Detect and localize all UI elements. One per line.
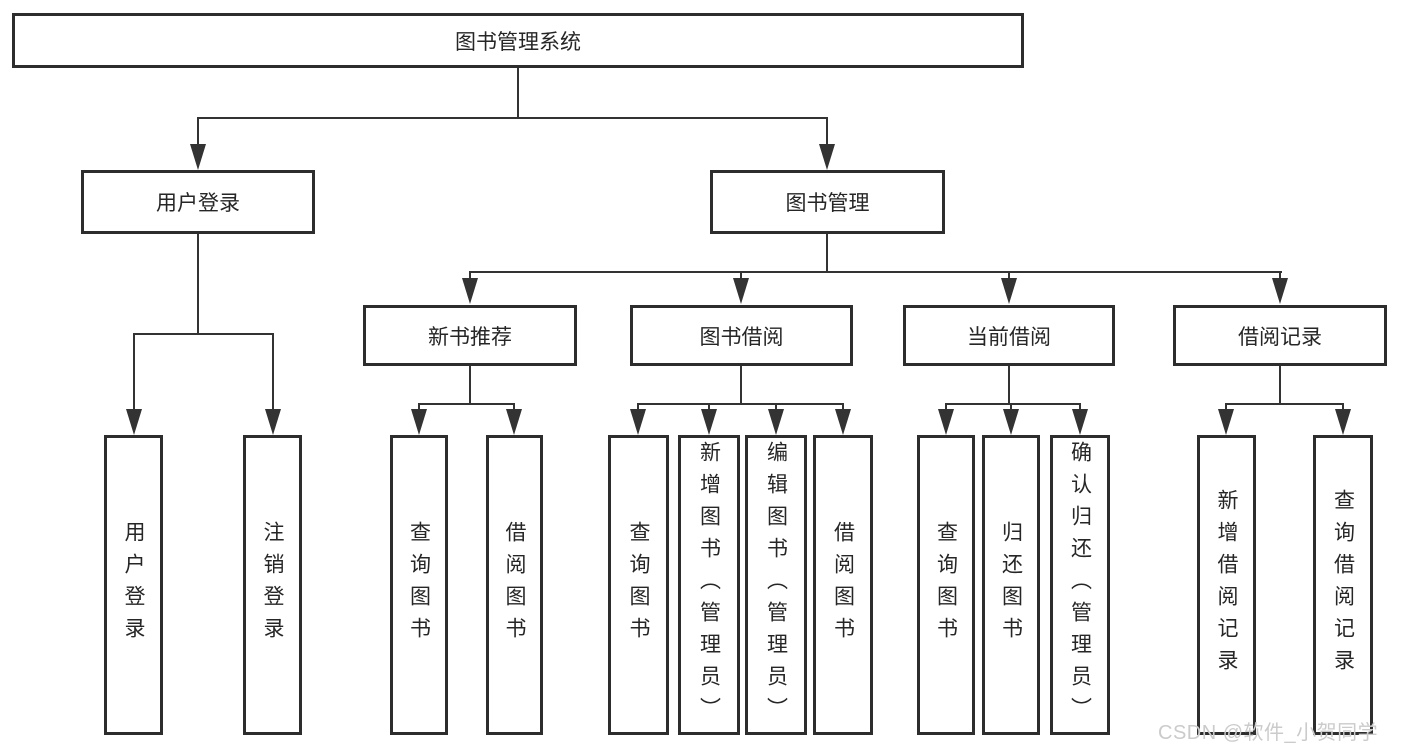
connector-line	[1342, 403, 1344, 413]
arrow-down-icon	[506, 409, 522, 435]
arrow-down-icon	[411, 409, 427, 435]
node-label: 借阅记录	[1238, 325, 1322, 349]
connector-line	[1079, 403, 1081, 413]
node-label: 图书借阅	[699, 325, 784, 349]
connector-line	[826, 117, 828, 147]
arrow-down-icon	[190, 144, 206, 170]
leaf-borrow-books-recommend: 借阅图书	[486, 435, 543, 735]
node-label: 图书管理	[785, 192, 870, 215]
arrow-down-icon	[1272, 278, 1288, 304]
node-label: 注销登录	[261, 521, 284, 649]
node-label: 确认归还（管理员）	[1068, 441, 1092, 729]
node-borrow-records: 借阅记录	[1173, 305, 1387, 366]
leaf-add-book-admin: 新增图书（管理员）	[678, 435, 740, 735]
leaf-query-books-current: 查询图书	[917, 435, 975, 735]
connector-line	[945, 403, 947, 413]
arrow-down-icon	[462, 278, 478, 304]
connector-line	[637, 403, 639, 413]
node-current-borrow: 当前借阅	[903, 305, 1115, 366]
node-label: 借阅图书	[503, 521, 526, 649]
leaf-return-book: 归还图书	[982, 435, 1040, 735]
leaf-query-books-recommend: 查询图书	[390, 435, 448, 735]
csdn-watermark: CSDN @软件_小贺同学	[1158, 722, 1379, 744]
node-label: 用户登录	[122, 521, 145, 649]
node-label: 借阅图书	[831, 521, 855, 649]
connector-line	[1279, 366, 1281, 405]
connector-line	[197, 117, 199, 147]
connector-line	[133, 333, 274, 335]
leaf-logout: 注销登录	[243, 435, 302, 735]
connector-line	[826, 234, 828, 273]
connector-line	[637, 403, 844, 405]
leaf-query-books-borrow: 查询图书	[608, 435, 669, 735]
connector-line	[469, 271, 471, 283]
node-book-borrow: 图书借阅	[630, 305, 853, 366]
arrow-down-icon	[265, 409, 281, 435]
connector-line	[469, 366, 471, 405]
arrow-down-icon	[1072, 409, 1088, 435]
connector-line	[1225, 403, 1227, 413]
connector-line	[740, 366, 742, 405]
node-label: 当前借阅	[967, 325, 1051, 349]
connector-line	[418, 403, 420, 413]
leaf-edit-book-admin: 编辑图书（管理员）	[745, 435, 807, 735]
connector-line	[133, 333, 135, 413]
arrow-down-icon	[1001, 278, 1017, 304]
connector-line	[842, 403, 844, 413]
node-label: 归还图书	[999, 521, 1023, 649]
leaf-user-login: 用户登录	[104, 435, 163, 735]
node-label: 用户登录	[156, 192, 240, 215]
connector-line	[775, 403, 777, 413]
node-label: 新增借阅记录	[1215, 489, 1238, 681]
connector-line	[945, 403, 1080, 405]
node-label: 查询借阅记录	[1331, 489, 1355, 681]
connector-line	[272, 333, 274, 413]
node-label: 图书管理系统	[455, 30, 581, 54]
leaf-query-borrow-record: 查询借阅记录	[1313, 435, 1373, 735]
node-label: 新增图书（管理员）	[697, 441, 721, 729]
connector-line	[197, 117, 828, 119]
node-label: 编辑图书（管理员）	[764, 441, 788, 729]
connector-line	[740, 271, 742, 283]
connector-line	[197, 234, 199, 334]
arrow-down-icon	[630, 409, 646, 435]
arrow-down-icon	[701, 409, 717, 435]
arrow-down-icon	[768, 409, 784, 435]
node-label: 查询图书	[934, 521, 958, 649]
leaf-borrow-books: 借阅图书	[813, 435, 873, 735]
connector-line	[1225, 403, 1344, 405]
node-library-management-system: 图书管理系统	[12, 13, 1024, 68]
connector-line	[513, 403, 515, 413]
arrow-down-icon	[835, 409, 851, 435]
node-label: 查询图书	[627, 521, 650, 649]
node-new-book-recommend: 新书推荐	[363, 305, 577, 366]
node-book-management: 图书管理	[710, 170, 945, 234]
arrow-down-icon	[733, 278, 749, 304]
arrow-down-icon	[1335, 409, 1351, 435]
arrow-down-icon	[1218, 409, 1234, 435]
leaf-confirm-return-admin: 确认归还（管理员）	[1050, 435, 1110, 735]
arrow-down-icon	[1003, 409, 1019, 435]
connector-line	[469, 271, 1282, 273]
arrow-down-icon	[819, 144, 835, 170]
connector-line	[1008, 366, 1010, 405]
node-label: 新书推荐	[428, 325, 512, 349]
connector-line	[1279, 271, 1281, 283]
connector-line	[517, 68, 519, 118]
leaf-add-borrow-record: 新增借阅记录	[1197, 435, 1256, 735]
connector-line	[418, 403, 515, 405]
arrow-down-icon	[126, 409, 142, 435]
connector-line	[1008, 271, 1010, 283]
arrow-down-icon	[938, 409, 954, 435]
connector-line	[1010, 403, 1012, 413]
connector-line	[708, 403, 710, 413]
node-user-login: 用户登录	[81, 170, 315, 234]
node-label: 查询图书	[407, 521, 431, 649]
